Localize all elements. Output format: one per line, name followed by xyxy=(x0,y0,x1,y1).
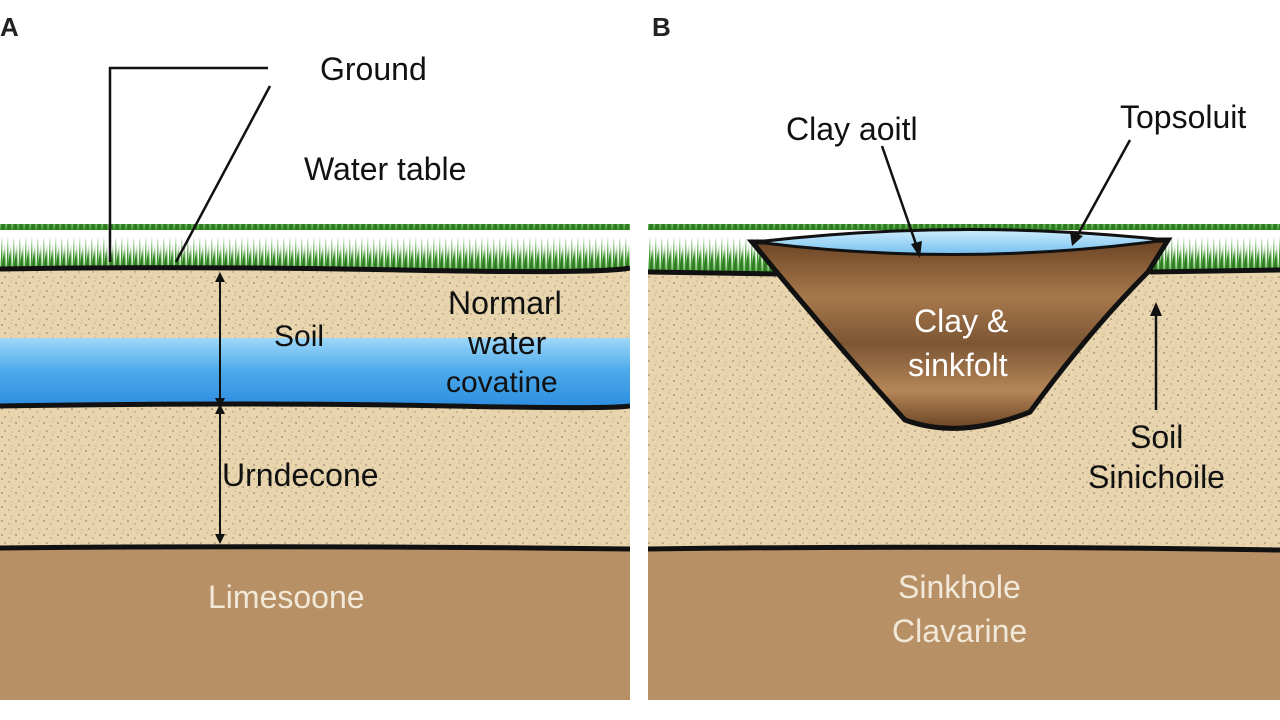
label-limestone-a: Limesoone xyxy=(208,579,365,615)
grass-a xyxy=(0,224,630,270)
label-topsoil: Topsoluit xyxy=(1120,99,1246,135)
panel-b-letter: B xyxy=(652,12,671,42)
water-table-leader xyxy=(174,85,272,263)
sinkhole-basin xyxy=(746,237,1173,431)
label-normal-1: Normarl xyxy=(448,285,562,321)
label-ground: Ground xyxy=(320,51,427,87)
bottom-margin xyxy=(0,700,1280,720)
clay-arrow xyxy=(880,145,920,251)
clay-arrowhead xyxy=(911,241,922,258)
label-clay-soil: Clay aoitl xyxy=(786,111,918,147)
soil-arrowhead xyxy=(1150,302,1162,316)
label-soil-b: Soil xyxy=(1130,419,1183,455)
panel-b xyxy=(647,139,1280,700)
label-sinkhole-2b: Clavarine xyxy=(892,613,1027,649)
label-clay-sink-2: sinkfolt xyxy=(908,347,1008,383)
sinkhole-pond xyxy=(755,227,1167,257)
topsoil-arrow xyxy=(1074,139,1132,239)
depth-arrowheads xyxy=(215,272,225,544)
label-sinkhole-2a: Sinkhole xyxy=(898,569,1021,605)
limestone-layer-a xyxy=(0,548,630,700)
panel-divider xyxy=(630,0,648,720)
limestone-line-a xyxy=(0,544,631,552)
topsoil-arrowhead xyxy=(1070,232,1083,246)
label-water-table: Water table xyxy=(304,151,466,187)
ground-leader xyxy=(108,66,268,262)
label-soil-a: Soil xyxy=(274,320,324,353)
water-layer-a xyxy=(0,338,630,406)
ground-line-a xyxy=(0,265,631,275)
limestone-layer-b xyxy=(648,548,1280,700)
water-bottom-line-a xyxy=(0,401,635,411)
panel-a-letter: A xyxy=(0,12,19,42)
panel-a xyxy=(0,66,635,700)
label-normal-2: water xyxy=(467,325,547,361)
label-undecone: Urndecone xyxy=(222,457,379,493)
label-sinkhole-1: Sinichoile xyxy=(1088,459,1225,495)
ground-line-b xyxy=(647,267,1280,277)
label-clay-sink-1: Clay & xyxy=(914,303,1008,339)
limestone-line-b xyxy=(647,544,1280,553)
label-normal-3: covatine xyxy=(446,366,558,399)
